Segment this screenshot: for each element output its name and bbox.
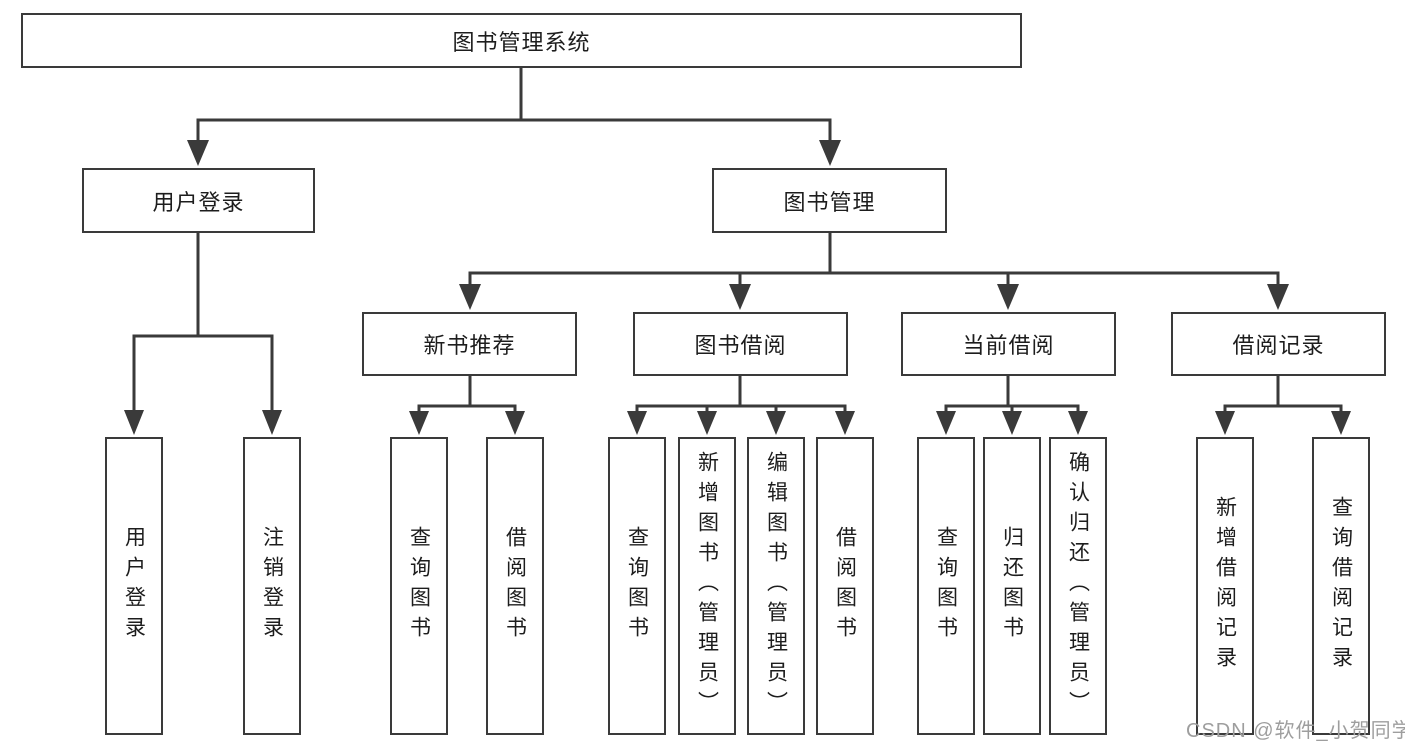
node-library-management-system: 图书管理系统 (21, 13, 1022, 68)
leaf-borrow-books: 借阅图书 (816, 437, 874, 735)
csdn-watermark: CSDN @软件_小贺同学 (1186, 720, 1405, 742)
node-label: 查询图书 (407, 526, 431, 646)
node-label: 查询图书 (934, 526, 958, 646)
node-label: 归还图书 (1000, 526, 1024, 646)
leaf-borrow-books: 借阅图书 (486, 437, 544, 735)
node-label: 借阅图书 (503, 526, 527, 646)
node-user-login: 用户登录 (82, 168, 315, 233)
node-book-borrow: 图书借阅 (633, 312, 848, 376)
leaf-user-login: 用户登录 (105, 437, 163, 735)
node-label: 借阅图书 (833, 526, 857, 646)
node-label: 当前借阅 (962, 333, 1055, 358)
leaf-query-books: 查询图书 (608, 437, 666, 735)
leaf-add-books-admin: 新增图书（管理员） (678, 437, 736, 735)
node-label: 确认归还（管理员） (1066, 451, 1090, 721)
node-label: 注销登录 (260, 526, 284, 646)
node-label: 图书借阅 (694, 333, 787, 358)
node-label: 查询图书 (625, 526, 649, 646)
node-label: 用户登录 (152, 189, 245, 215)
leaf-return-books: 归还图书 (983, 437, 1041, 735)
leaf-add-borrow-record: 新增借阅记录 (1196, 437, 1254, 735)
node-label: 查询借阅记录 (1329, 496, 1353, 676)
leaf-query-borrow-record: 查询借阅记录 (1312, 437, 1370, 735)
node-label: 编辑图书（管理员） (764, 451, 788, 721)
node-current-borrow: 当前借阅 (901, 312, 1116, 376)
node-book-management: 图书管理 (712, 168, 947, 233)
node-label: 图书管理 (783, 189, 876, 215)
node-label: 用户登录 (122, 526, 146, 646)
leaf-query-books: 查询图书 (917, 437, 975, 735)
node-label: 新增图书（管理员） (695, 451, 719, 721)
node-label: 新书推荐 (423, 333, 516, 358)
leaf-logout: 注销登录 (243, 437, 301, 735)
leaf-query-books: 查询图书 (390, 437, 448, 735)
node-new-book-recommend: 新书推荐 (362, 312, 577, 376)
node-label: 新增借阅记录 (1213, 496, 1237, 676)
node-label: 图书管理系统 (452, 29, 591, 55)
leaf-confirm-return-admin: 确认归还（管理员） (1049, 437, 1107, 735)
leaf-edit-books-admin: 编辑图书（管理员） (747, 437, 805, 735)
node-borrow-records: 借阅记录 (1171, 312, 1386, 376)
node-label: 借阅记录 (1232, 333, 1325, 358)
